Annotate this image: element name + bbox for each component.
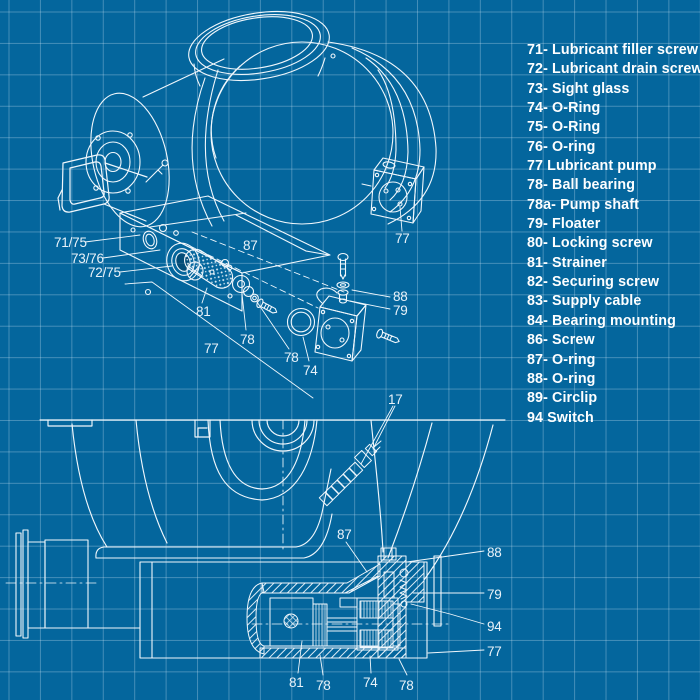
parts-list-item: 89- Circlip xyxy=(527,390,598,407)
pump-body xyxy=(191,41,394,256)
section-view-labels: 17 87 88 79 94 77 81 78 74 78 xyxy=(289,392,503,693)
parts-list-item: 84- Bearing mounting xyxy=(527,312,676,329)
side-screw xyxy=(376,328,400,344)
parts-list-item: 94 Switch xyxy=(527,409,594,426)
part-label: 81 xyxy=(289,675,304,690)
part-label: 87 xyxy=(243,238,258,253)
part-label: 77 xyxy=(395,231,410,246)
parts-list-item: 78- Ball bearing xyxy=(527,177,636,194)
part-label: 73/76 xyxy=(71,251,104,266)
parts-list-item: 78a- Pump shaft xyxy=(527,196,639,213)
part-label: 17 xyxy=(388,392,403,407)
parts-list-item: 74- O-Ring xyxy=(527,100,601,117)
part-label: 79 xyxy=(487,587,502,602)
strainer xyxy=(184,248,234,289)
pump-shaft-screw xyxy=(256,298,278,314)
top-view-labels: 71/75 73/76 72/75 87 77 81 78 77 78 74 8… xyxy=(54,231,410,378)
part-label: 74 xyxy=(363,675,378,690)
pump-section-detail xyxy=(246,547,449,659)
parts-list-item: 79- Floater xyxy=(527,216,601,233)
parts-list-item: 71- Lubricant filler screw xyxy=(527,42,699,58)
parts-list-item: 80- Locking screw xyxy=(527,235,653,252)
part-label: 78 xyxy=(284,350,299,365)
part-label: 78 xyxy=(399,678,414,693)
parts-list-item: 75- O-Ring xyxy=(527,119,601,136)
part-label: 94 xyxy=(487,619,502,634)
pump-block xyxy=(314,287,367,362)
parts-list-item: 87- O-ring xyxy=(527,351,596,368)
section-casing xyxy=(39,419,506,581)
inlet-flange-assembly xyxy=(5,468,333,639)
parts-list-item: 81- Strainer xyxy=(527,254,607,271)
part-label: 77 xyxy=(204,341,219,356)
top-isometric-pump-drawing: 71/75 73/76 72/75 87 77 81 78 77 78 74 8… xyxy=(54,11,437,399)
switch-assembly xyxy=(380,547,409,608)
part-label: 78 xyxy=(316,678,331,693)
part-label: 78 xyxy=(240,332,255,347)
securing-screw-stack xyxy=(336,252,350,304)
inlet-flange-ring xyxy=(188,11,330,87)
parts-list-item: 72- Lubricant drain screw xyxy=(527,61,700,78)
parts-list-item: 76- O-ring xyxy=(527,138,596,155)
lubricant-pump-box xyxy=(361,157,425,224)
parts-list-item: 73- Sight glass xyxy=(527,80,630,97)
parts-list-item: 83- Supply cable xyxy=(527,293,642,310)
exploded-parts-chain xyxy=(184,231,400,362)
parts-list-item: 88- O-ring xyxy=(527,370,596,387)
part-label: 88 xyxy=(393,289,408,304)
part-label: 87 xyxy=(337,527,352,542)
cross-section-drawing: 17 87 88 79 94 77 81 78 74 78 xyxy=(5,392,506,693)
base-plinth xyxy=(119,195,331,312)
parts-list-item: 82- Securing screw xyxy=(527,274,660,291)
part-label: 71/75 xyxy=(54,235,87,250)
part-label: 88 xyxy=(487,545,502,560)
section-view-leaders xyxy=(297,405,485,676)
part-label: 72/75 xyxy=(88,265,121,280)
parts-list-item: 86- Screw xyxy=(527,332,595,349)
part-label: 79 xyxy=(393,303,408,318)
part-label: 81 xyxy=(196,304,211,319)
front-bearing-housing xyxy=(85,58,247,228)
rear-housing xyxy=(327,41,437,225)
top-view-leaders xyxy=(84,206,403,399)
mounting-bracket xyxy=(57,154,148,222)
parts-list-item: 77 Lubricant pump xyxy=(527,158,657,175)
part-label: 74 xyxy=(303,363,318,378)
part-label: 77 xyxy=(487,644,502,659)
parts-list: 71- Lubricant filler screw 72- Lubricant… xyxy=(527,41,700,428)
supply-cable xyxy=(318,440,382,507)
